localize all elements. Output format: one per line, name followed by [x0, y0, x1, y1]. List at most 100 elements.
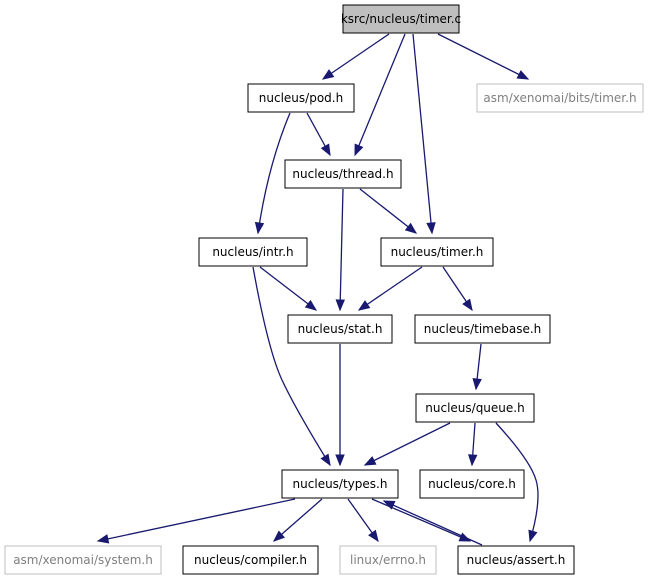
edge-types_h-to-assert_h — [371, 498, 472, 542]
node-label: nucleus/queue.h — [425, 401, 524, 415]
edge-stat_h-to-types_h — [335, 344, 345, 467]
node-box — [284, 159, 402, 189]
edge-timer_c-to-thread_h — [354, 33, 406, 157]
node-box — [476, 83, 644, 113]
edge-arrowhead — [382, 500, 396, 510]
node-box — [287, 314, 393, 344]
edge-arrowhead — [368, 529, 379, 543]
edge-line — [359, 188, 417, 234]
edge-arrowhead — [272, 530, 286, 542]
node-label: nucleus/timer.h — [391, 245, 484, 259]
node-label: nucleus/pod.h — [259, 91, 343, 105]
node-label: nucleus/timebase.h — [424, 322, 542, 336]
edge-arrowhead — [516, 70, 530, 80]
node-label: nucleus/types.h — [293, 477, 388, 491]
node-label: asm/xenomai/system.h — [13, 553, 153, 567]
edge-line — [339, 188, 344, 311]
edge-line — [358, 266, 423, 311]
edge-arrowhead — [320, 453, 331, 467]
edge-arrowhead — [528, 529, 538, 543]
node-timer-c[interactable]: ksrc/nucleus/timer.c — [341, 4, 461, 34]
node-timer-h[interactable]: nucleus/timer.h — [380, 237, 494, 267]
edge-queue_h-to-types_h — [363, 422, 451, 466]
edge-queue_h-to-assert_h — [495, 422, 539, 543]
edge-timer_c-to-pod_h — [321, 33, 390, 80]
node-box — [182, 545, 319, 575]
edge-line — [252, 266, 331, 466]
node-label: nucleus/intr.h — [212, 245, 293, 259]
edge-timer_c-to-asm_timer_h — [437, 33, 530, 80]
edge-arrowhead — [335, 454, 345, 467]
node-box — [415, 393, 535, 423]
node-intr-h[interactable]: nucleus/intr.h — [198, 237, 308, 267]
edge-arrowhead — [426, 222, 436, 235]
edge-arrowhead — [254, 221, 265, 235]
edge-timer_h-to-stat_h — [357, 266, 423, 311]
edge-line — [322, 33, 390, 80]
node-layer: ksrc/nucleus/timer.c nucleus/pod.h asm/xen… — [4, 4, 644, 575]
node-timebase-h[interactable]: nucleus/timebase.h — [414, 314, 551, 344]
edge-arrowhead — [321, 69, 335, 80]
edge-types_h-to-system_h — [96, 498, 296, 544]
node-box — [419, 469, 525, 499]
node-core-h[interactable]: nucleus/core.h — [419, 469, 525, 499]
edge-types_h-to-compiler_h — [272, 498, 323, 542]
edge-line — [97, 498, 296, 542]
node-label: nucleus/assert.h — [467, 553, 566, 567]
node-box — [247, 83, 355, 113]
node-types-h[interactable]: nucleus/types.h — [281, 469, 399, 499]
edge-arrowhead — [354, 143, 364, 157]
edge-pod_h-to-thread_h — [306, 112, 331, 157]
edge-line — [273, 498, 323, 542]
node-label: asm/xenomai/bits/timer.h — [483, 91, 636, 105]
node-thread-h[interactable]: nucleus/thread.h — [284, 159, 402, 189]
node-label: nucleus/core.h — [428, 477, 516, 491]
edge-line — [364, 422, 451, 466]
edge-pod_h-to-intr_h — [254, 112, 291, 235]
edge-types_h-to-errno_h — [347, 498, 379, 543]
node-box — [457, 545, 575, 575]
edge-queue_h-to-core_h — [468, 422, 478, 467]
edge-line — [495, 422, 539, 542]
edge-arrowhead — [320, 143, 331, 157]
edge-line — [259, 266, 317, 311]
edge-intr_h-to-types_h — [252, 266, 331, 467]
node-label: ksrc/nucleus/timer.c — [341, 12, 461, 26]
node-box — [198, 237, 308, 267]
node-assert-h[interactable]: nucleus/assert.h — [457, 545, 575, 575]
edge-arrowhead — [304, 299, 318, 311]
node-label: nucleus/compiler.h — [194, 553, 307, 567]
edge-thread_h-to-timer_h — [359, 188, 418, 234]
node-system-h[interactable]: asm/xenomai/system.h — [4, 545, 162, 575]
node-label: nucleus/stat.h — [298, 322, 383, 336]
node-box — [380, 237, 494, 267]
edge-intr_h-to-stat_h — [259, 266, 318, 311]
node-compiler-h[interactable]: nucleus/compiler.h — [182, 545, 319, 575]
node-box — [281, 469, 399, 499]
node-asm-timer-h[interactable]: asm/xenomai/bits/timer.h — [476, 83, 644, 113]
node-box — [414, 314, 551, 344]
node-pod-h[interactable]: nucleus/pod.h — [247, 83, 355, 113]
edge-line — [412, 33, 433, 234]
edge-arrowhead — [335, 299, 345, 312]
node-box — [339, 545, 437, 575]
node-queue-h[interactable]: nucleus/queue.h — [415, 393, 535, 423]
edge-arrowhead — [96, 534, 110, 544]
node-label: linux/errno.h — [350, 553, 426, 567]
edge-timer_c-to-timer_h — [412, 33, 436, 235]
edge-line — [354, 33, 406, 156]
edge-line — [371, 498, 471, 542]
edge-assert_h-to-types_h — [382, 500, 483, 546]
edge-arrowhead — [404, 222, 418, 234]
edge-line — [437, 33, 529, 80]
edge-line — [383, 500, 483, 546]
node-errno-h[interactable]: linux/errno.h — [339, 545, 437, 575]
edge-line — [257, 112, 291, 234]
edge-arrowhead — [472, 378, 482, 391]
edge-timer_h-to-timebase_h — [442, 266, 473, 312]
edge-arrowhead — [357, 300, 371, 311]
node-box — [4, 545, 162, 575]
node-stat-h[interactable]: nucleus/stat.h — [287, 314, 393, 344]
edge-arrowhead — [462, 298, 473, 312]
